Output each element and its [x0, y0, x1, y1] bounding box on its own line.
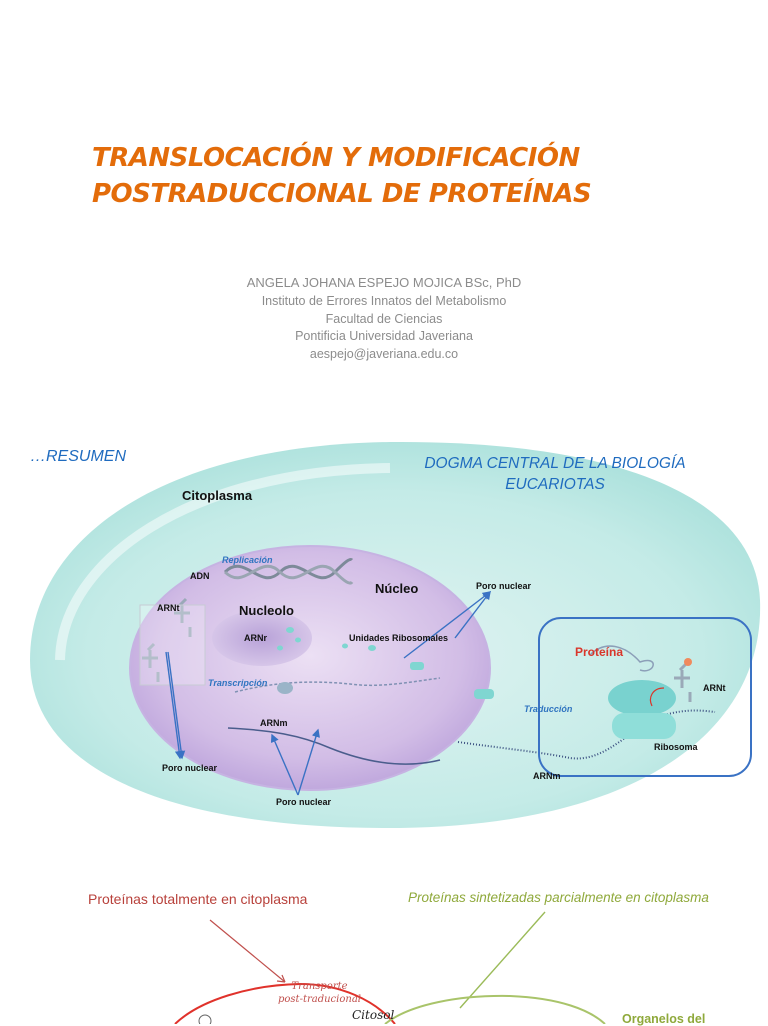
label-arnr: ARNr	[244, 633, 268, 643]
title-line-1: TRANSLOCACIÓN Y MODIFICACIÓN	[92, 143, 580, 173]
resumen-heading: …RESUMEN	[30, 448, 127, 465]
label-citoplasma: Citoplasma	[182, 488, 253, 503]
affiliation-faculty: Facultad de Ciencias	[325, 311, 443, 326]
label-nucleolo: Nucleolo	[239, 603, 294, 618]
label-unidades-ribosomales: Unidades Ribosomales	[349, 633, 449, 643]
label-arnt-left: ARNt	[157, 603, 180, 613]
translation-box	[538, 617, 752, 777]
nucleus	[129, 545, 491, 791]
ribosomal-subunits	[277, 627, 494, 699]
label-organelos: Organelos del	[622, 1012, 706, 1026]
translocation-diagram	[174, 911, 606, 1024]
nucleolus	[212, 610, 312, 666]
label-arnt-right: ARNt	[703, 683, 726, 693]
transporte-line-2: post-traducional	[278, 994, 361, 1005]
author-block: ANGELA JOHANA ESPEJO MOJICA BSc, PhD Ins…	[0, 274, 768, 363]
affiliation-university: Pontificia Universidad Javeriana	[295, 329, 473, 343]
ribosome-icon	[608, 680, 676, 739]
heading-proteinas-citoplasma: Proteínas totalmente en citoplasma	[88, 891, 308, 907]
dogma-line-1: DOGMA CENTRAL DE LA BIOLOGÍA	[424, 455, 686, 472]
trna-icon-cytoplasm	[674, 662, 692, 702]
author-name: ANGELA JOHANA ESPEJO MOJICA BSc, PhD	[246, 275, 522, 290]
slide-title: TRANSLOCACIÓN Y MODIFICACIÓN POSTRADUCCI…	[92, 140, 712, 212]
label-arnm-cytoplasm: ARNm	[533, 771, 561, 781]
cell-diagram	[30, 441, 761, 829]
label-arnm-nucleus: ARNm	[260, 718, 288, 728]
dogma-heading: DOGMA CENTRAL DE LA BIOLOGÍA EUCARIOTAS	[380, 453, 730, 495]
trna-icon	[142, 597, 192, 682]
affiliation-institute: Instituto de Errores Innatos del Metabol…	[261, 294, 507, 308]
dogma-line-2: EUCARIOTAS	[505, 476, 605, 493]
label-poro-nuclear-top: Poro nuclear	[476, 581, 532, 591]
dna-helix-icon	[223, 558, 354, 585]
transporte-line-1: Transporte	[291, 981, 348, 992]
author-email: aespejo@javeriana.edu.co	[309, 346, 459, 361]
citosol-outline	[174, 982, 396, 1024]
label-proteina: Proteína	[575, 645, 624, 659]
label-transporte-post-traducional: Transporte post-traducional	[278, 980, 361, 1006]
label-ribosoma: Ribosoma	[654, 742, 698, 752]
title-line-2: POSTRADUCCIONAL DE PROTEÍNAS	[92, 179, 592, 209]
label-nucleo: Núcleo	[375, 581, 419, 596]
label-poro-nuclear-left: Poro nuclear	[162, 763, 218, 773]
mitochondria-icon	[198, 1014, 212, 1024]
heading-proteinas-parcialmente: Proteínas sintetizadas parcialmente en c…	[408, 890, 709, 905]
label-transcripcion: Transcripción	[208, 678, 268, 688]
label-citosol: Citosol	[352, 1008, 395, 1022]
label-replicacion: Replicación	[222, 555, 273, 565]
label-adn: ADN	[190, 571, 210, 581]
label-traduccion: Traducción	[524, 704, 573, 714]
organelle-outline	[384, 994, 606, 1024]
label-poro-nuclear-bottom: Poro nuclear	[276, 797, 332, 807]
